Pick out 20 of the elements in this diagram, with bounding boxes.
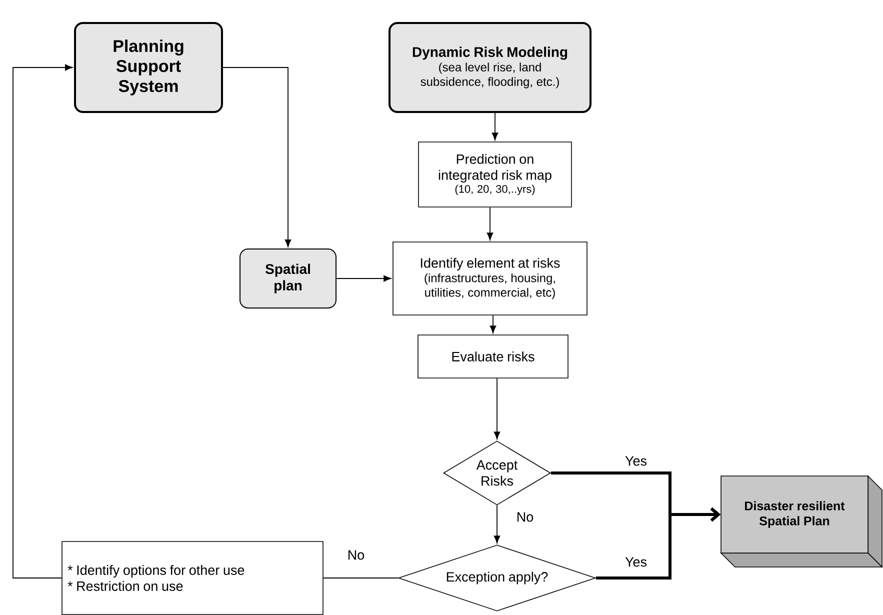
process-box: Evaluate risks [418,334,568,378]
process-box: * Identify options for other use * Restriction on use [62,541,324,615]
modeling-box: Dynamic Risk Modeling (sea level rise, land subsidence, flooding, etc.) [388,22,592,113]
edge-label: Yes [624,455,648,467]
edge-label: No [515,511,535,523]
arrow [494,378,500,440]
process-box: Prediction on integrated risk map (10, 20, 30,..yrs) [418,142,572,208]
arrow [492,112,498,140]
arrow [494,504,500,544]
arrow [486,206,494,240]
arrow [596,507,721,580]
edge-label: Yes [624,556,648,568]
arrow [336,275,392,282]
spatial-plan-box: Spatial plan [240,248,336,308]
process-box: Identify element at risks (infrastructures, housing, utilities, commercial, etc) [392,242,588,316]
arrow [490,314,496,334]
arrow [222,67,292,248]
planning-box: Planning Support System [74,22,223,113]
arrow [12,64,73,578]
edge-label: No [346,549,366,561]
